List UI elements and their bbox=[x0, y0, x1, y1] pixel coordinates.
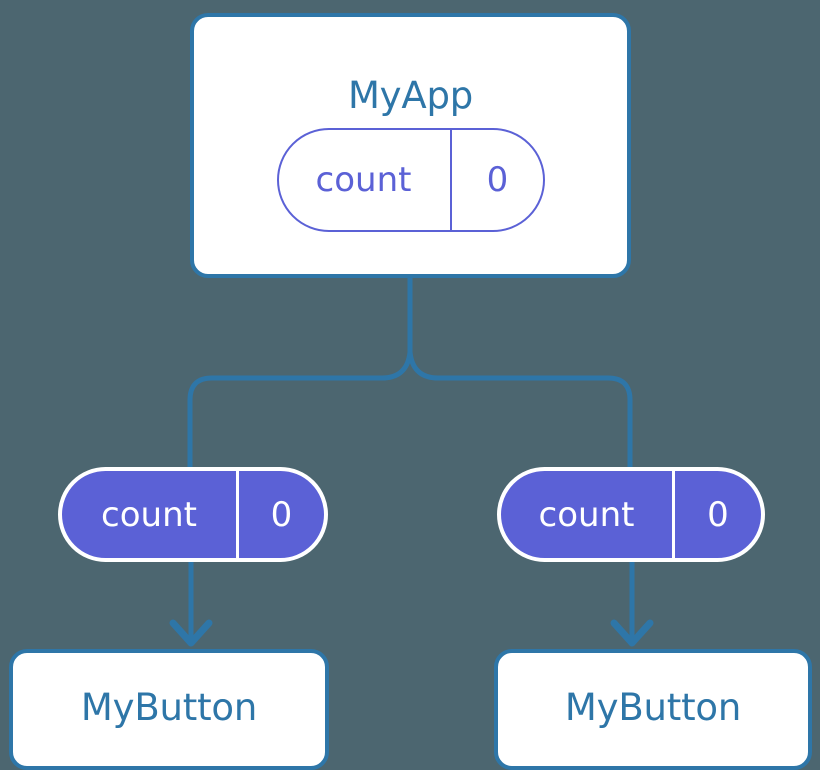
arrow-head-left bbox=[169, 619, 213, 647]
state-pill-child-left[interactable]: count 0 bbox=[58, 467, 328, 562]
component-title-mybutton-left: MyButton bbox=[80, 686, 258, 729]
state-pill-myapp[interactable]: count 0 bbox=[277, 128, 545, 232]
component-box-mybutton-right[interactable]: MyButton bbox=[494, 649, 812, 770]
state-key-child-left: count bbox=[62, 471, 239, 558]
arrow-head-right bbox=[610, 619, 654, 647]
component-title-myapp: MyApp bbox=[347, 74, 474, 117]
state-value-child-left: 0 bbox=[270, 494, 293, 535]
state-pill-child-right[interactable]: count 0 bbox=[497, 467, 765, 562]
branch-wire-right bbox=[407, 351, 633, 467]
state-value-child-right: 0 bbox=[707, 494, 729, 535]
state-value-myapp: 0 bbox=[486, 160, 509, 200]
branch-wire-left bbox=[187, 351, 413, 467]
state-key-myapp: count bbox=[279, 130, 452, 230]
component-box-mybutton-left[interactable]: MyButton bbox=[9, 649, 329, 770]
component-title-mybutton-right: MyButton bbox=[564, 686, 742, 729]
component-box-myapp[interactable]: MyApp bbox=[190, 13, 631, 278]
state-key-child-right: count bbox=[501, 471, 675, 558]
